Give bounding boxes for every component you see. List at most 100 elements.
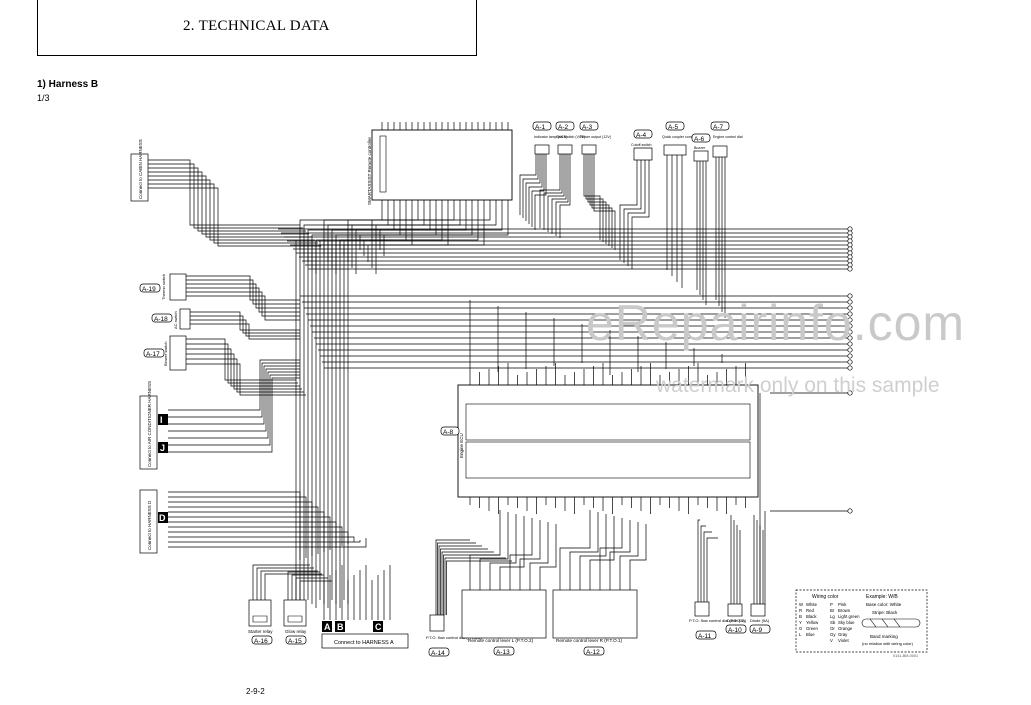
wire	[543, 154, 563, 230]
svg-text:Wiring color: Wiring color	[812, 594, 839, 600]
svg-text:Connect to CABIN HARNESS: Connect to CABIN HARNESS	[138, 139, 143, 199]
wire-terminal	[847, 353, 853, 359]
connector-a9: Diode (5A) A-9	[749, 603, 771, 634]
svg-text:J: J	[160, 443, 165, 453]
wire	[363, 200, 479, 256]
wire	[264, 573, 322, 600]
svg-text:A-3: A-3	[582, 124, 593, 131]
wire	[706, 537, 718, 602]
wire	[186, 295, 300, 321]
wire	[383, 200, 509, 256]
wire	[148, 183, 318, 244]
wire	[168, 516, 331, 550]
legend-entry: Violet	[838, 638, 849, 643]
wire	[323, 200, 419, 256]
wire	[519, 520, 541, 590]
wire	[519, 154, 537, 215]
wire	[509, 518, 533, 590]
wire	[287, 571, 320, 600]
wire	[547, 154, 565, 232]
wire	[529, 522, 549, 590]
legend-entry: Y	[799, 620, 802, 625]
wire	[186, 343, 298, 384]
connector-a10: Diode (3A) A-10	[725, 603, 747, 634]
legend-entry: Br	[830, 608, 835, 613]
connector-a11: P.T.O. flow control dial (P.T.O.1) A-11	[689, 601, 746, 640]
legend-entry: V	[830, 638, 833, 643]
svg-text:Starter relay: Starter relay	[248, 629, 273, 634]
svg-text:Glow relay: Glow relay	[285, 629, 307, 634]
wire	[148, 179, 315, 241]
wire	[522, 154, 539, 218]
svg-text:Buzzer: Buzzer	[694, 146, 706, 150]
wire	[438, 545, 482, 615]
wire	[599, 518, 623, 590]
wire	[435, 539, 470, 615]
connector-a7: A-7 Engine control dial	[710, 121, 743, 158]
connector-a15: Glow relay A-15	[283, 599, 307, 645]
svg-text:A-2: A-2	[558, 124, 569, 131]
legend-entry: L	[799, 632, 802, 637]
wire	[168, 377, 300, 453]
wire	[559, 510, 591, 590]
wire	[437, 542, 476, 615]
wire	[168, 362, 300, 418]
svg-text:Seat switch (VCE): Seat switch (VCE)	[556, 135, 585, 139]
wire	[168, 359, 300, 411]
wire	[168, 501, 313, 556]
wire	[148, 159, 300, 226]
wire	[440, 548, 488, 615]
wire	[252, 564, 310, 600]
remote-controller-label: SMARTASSIST Remote controller	[367, 136, 372, 205]
legend-entry: Sb	[830, 620, 836, 625]
wire	[186, 363, 306, 396]
wire	[190, 311, 300, 331]
svg-text:Power output (12V): Power output (12V)	[580, 135, 611, 139]
watermark: eRepairinfo.com	[586, 295, 966, 351]
svg-text:Connect to AIR CONDITIONER HAR: Connect to AIR CONDITIONER HARNESS	[147, 381, 152, 467]
wire	[168, 368, 300, 432]
connector-a19: A-19 Thermo switch	[139, 273, 187, 301]
wire	[589, 516, 615, 590]
legend-entry: B	[799, 614, 802, 619]
wire-terminal	[847, 266, 853, 272]
wire	[168, 374, 300, 446]
svg-text:AC switch: AC switch	[173, 311, 178, 329]
wire	[619, 160, 638, 260]
svg-text:A-17: A-17	[146, 351, 160, 358]
svg-text:Connect to HARNESS D: Connect to HARNESS D	[147, 500, 152, 550]
svg-text:Engine control dial: Engine control dial	[713, 135, 743, 139]
wire	[631, 160, 650, 269]
wire	[190, 323, 300, 340]
wire	[168, 506, 319, 554]
wire	[609, 520, 631, 590]
wire	[190, 315, 300, 334]
wire	[551, 154, 567, 234]
svg-text:Blower switch: Blower switch	[163, 342, 168, 366]
svg-text:A-19: A-19	[142, 286, 156, 293]
wire	[168, 536, 355, 542]
svg-text:P.T.O. flow control dial (P.T.: P.T.O. flow control dial (P.T.O.1)	[689, 618, 746, 623]
connector-a16: Starter relay A-16	[248, 599, 273, 645]
wire	[148, 187, 321, 247]
connector-a17: A-17 Blower switch	[143, 335, 187, 371]
wire	[619, 522, 639, 590]
wire	[444, 557, 506, 615]
wire	[148, 171, 309, 235]
wire	[168, 371, 300, 439]
wire	[591, 154, 613, 248]
wire	[499, 516, 525, 590]
wire	[569, 512, 599, 590]
svg-text:P.T.O. flow control dial (P.T.: P.T.O. flow control dial (P.T.O.2)	[426, 635, 483, 640]
aircon-harness-box: Connect to AIR CONDITIONER HARNESS I J	[139, 381, 168, 470]
wire	[343, 200, 449, 256]
legend-entry: White	[806, 602, 818, 607]
svg-text:A-16: A-16	[254, 638, 268, 645]
legend-entry: Brown	[838, 608, 851, 613]
wire	[469, 510, 501, 590]
connector-a4: A-4 Cutoff switch	[631, 129, 653, 161]
connector-a3: A-3 Power output (12V)	[579, 121, 611, 155]
svg-text:A-7: A-7	[713, 124, 724, 131]
svg-text:Diode (3A): Diode (3A)	[727, 618, 747, 623]
legend-entry: Sky blue	[838, 620, 855, 625]
